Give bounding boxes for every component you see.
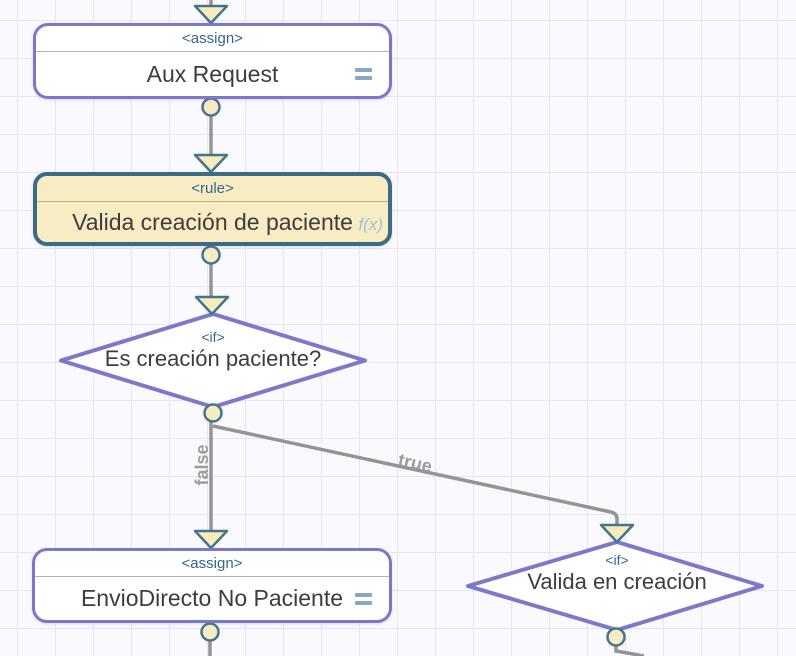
- equals-icon: [355, 592, 372, 605]
- node-tag: <rule>: [37, 176, 388, 202]
- node-envio-directo-no-paciente[interactable]: <assign> EnvioDirecto No Paciente: [32, 548, 392, 623]
- node-tag: <assign>: [35, 551, 389, 577]
- arrowhead-into-aux: [193, 4, 229, 25]
- node-valida-creacion-paciente[interactable]: <rule> Valida creación de paciente f(x): [33, 172, 392, 246]
- port-aux-bottom[interactable]: [201, 97, 221, 117]
- equals-icon: [355, 68, 372, 80]
- port-if-bottom[interactable]: [203, 403, 223, 423]
- arrowhead-into-if: [194, 295, 230, 316]
- node-label: EnvioDirecto No Paciente: [80, 585, 344, 611]
- port-rule-bottom[interactable]: [201, 245, 221, 265]
- port-valida-bottom[interactable]: [606, 627, 626, 647]
- edge-true-branch[interactable]: [212, 424, 619, 527]
- arrowhead-into-rule: [193, 153, 229, 174]
- node-aux-request[interactable]: <assign> Aux Request: [33, 23, 392, 99]
- diamond-es-creacion-paciente[interactable]: [59, 312, 367, 409]
- diamond-valida-en-creacion[interactable]: [466, 540, 764, 632]
- port-envio-bottom[interactable]: [200, 622, 220, 642]
- node-tag: <assign>: [36, 26, 389, 52]
- arrowhead-into-valida: [599, 523, 635, 544]
- node-label: Valida creación de paciente: [72, 208, 353, 235]
- node-label: Aux Request: [146, 60, 279, 87]
- fx-icon: f(x): [358, 215, 383, 234]
- arrowhead-into-envio: [193, 529, 229, 550]
